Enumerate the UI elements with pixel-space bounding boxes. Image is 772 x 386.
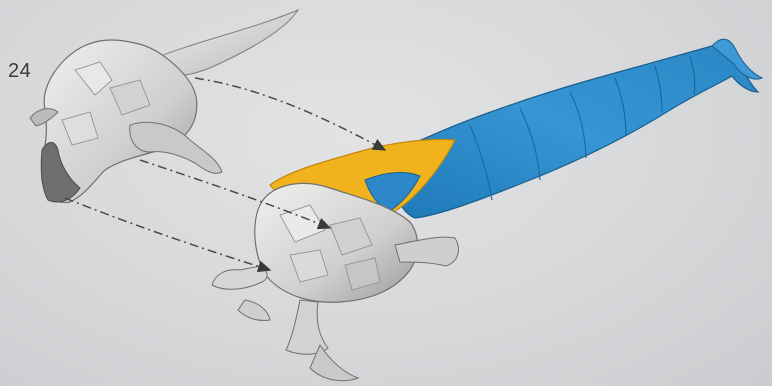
front-leg-left <box>212 266 267 289</box>
blue-tail <box>394 45 758 218</box>
arrow-1 <box>195 78 385 150</box>
loose-part <box>30 10 298 203</box>
assembled-body <box>212 39 762 381</box>
part-claw <box>130 122 222 173</box>
front-leg-down <box>286 300 328 354</box>
arrow-3 <box>65 198 270 270</box>
